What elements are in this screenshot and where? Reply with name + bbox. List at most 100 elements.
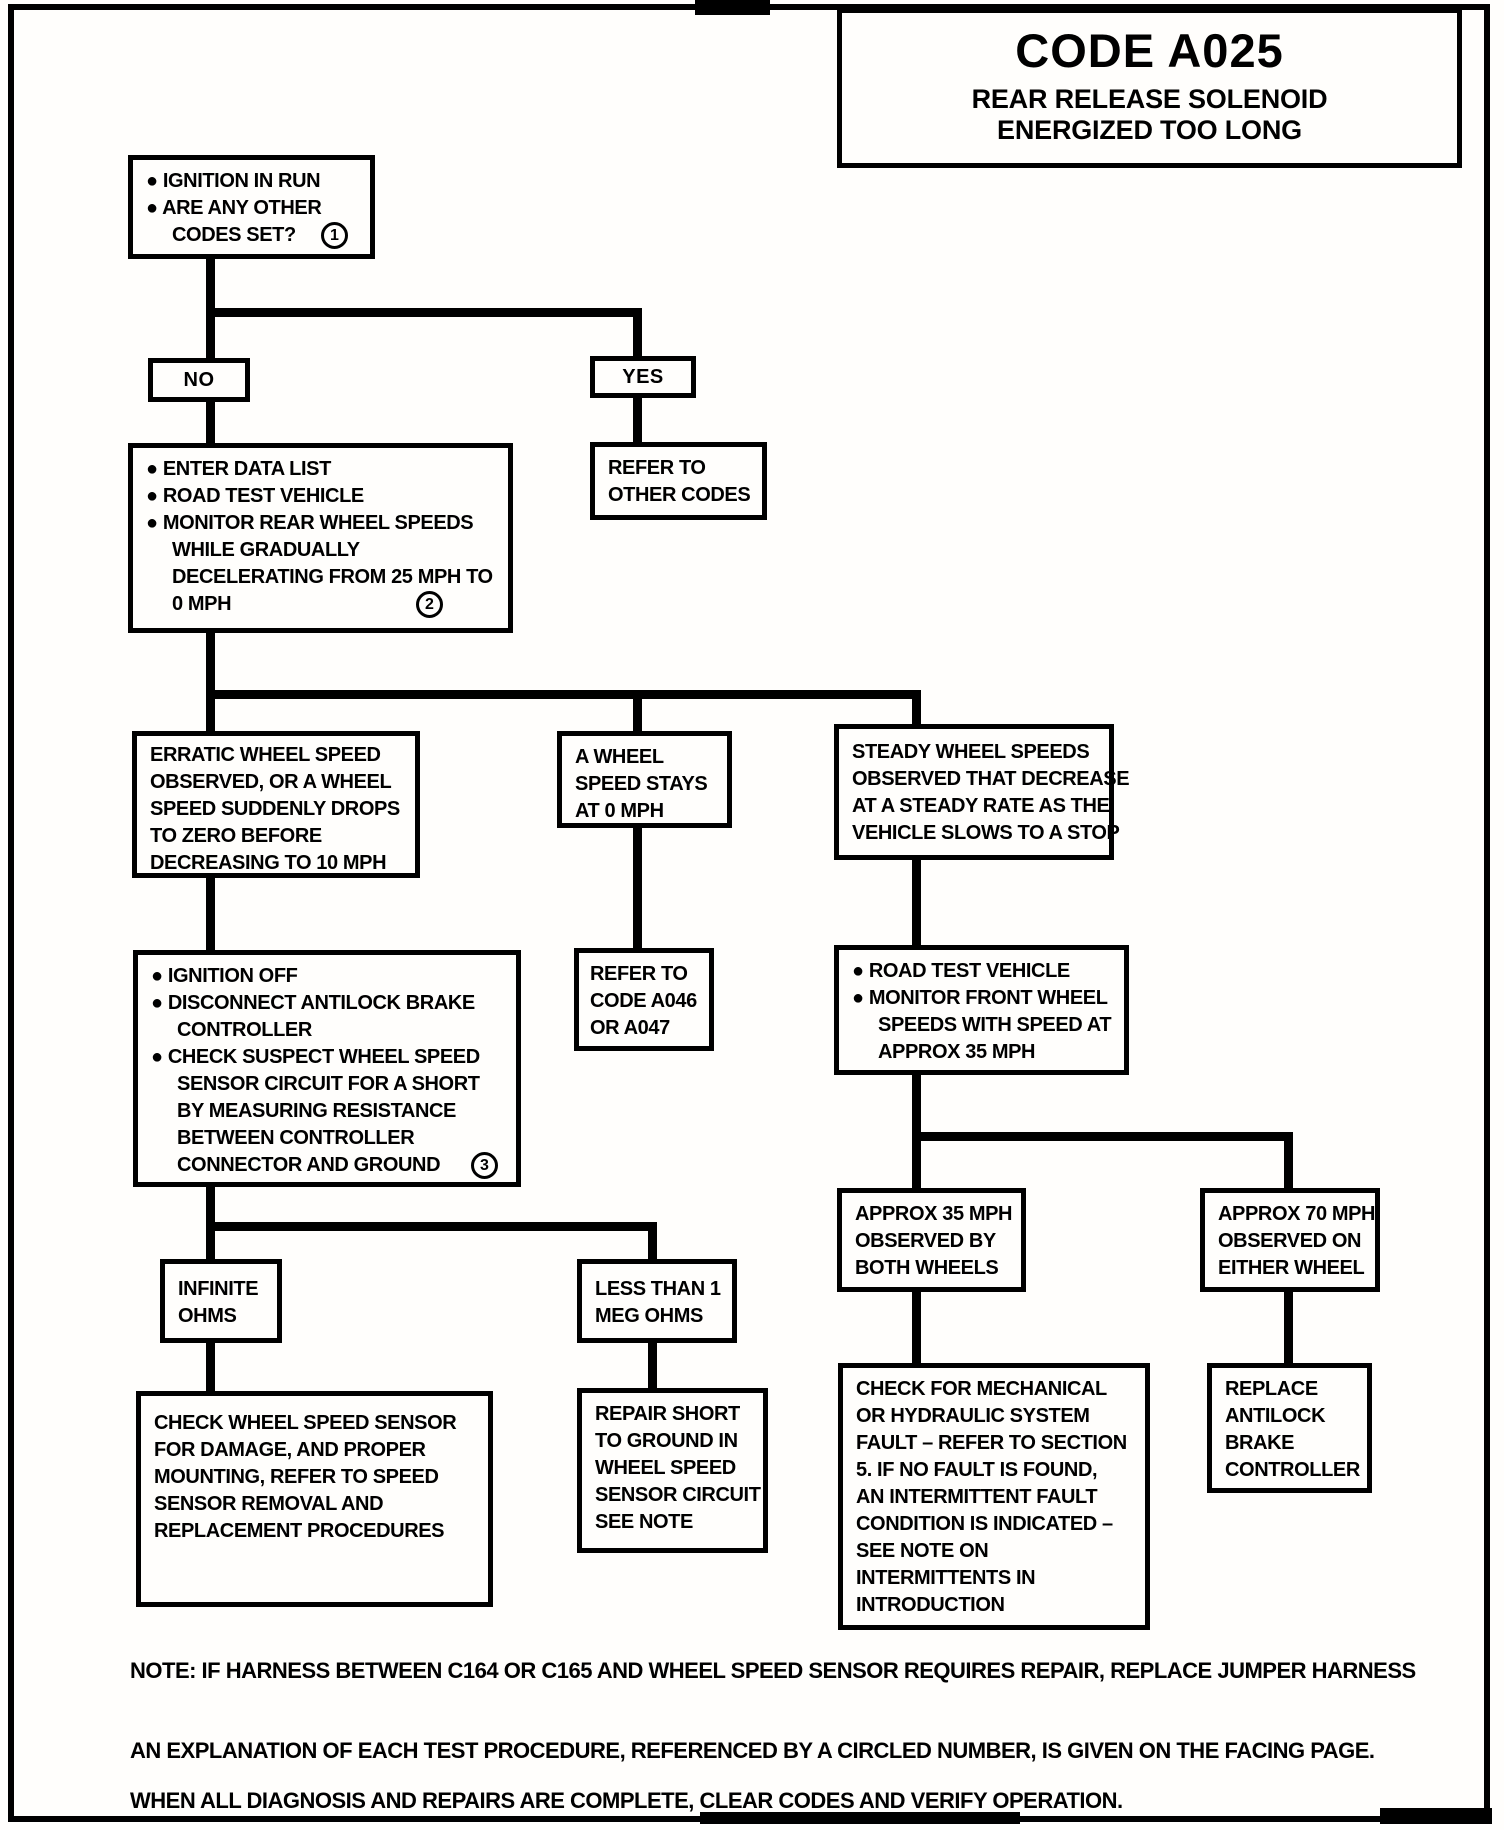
connector-line (206, 633, 215, 731)
connector-line (1284, 1292, 1293, 1363)
node-enter-data: ● ENTER DATA LIST ● ROAD TEST VEHICLE ● … (128, 443, 513, 633)
text-line: SENSOR CIRCUIT (595, 1484, 761, 1506)
text-line: STEADY WHEEL SPEEDS (852, 741, 1090, 763)
connector-line (648, 1343, 657, 1388)
text-line: OR A047 (590, 1017, 670, 1039)
text-line: MEG OHMS (595, 1305, 703, 1327)
text-line: ● ROAD TEST VEHICLE (852, 960, 1070, 982)
connector-line (648, 1222, 657, 1259)
text-line: ● ENTER DATA LIST (146, 458, 331, 480)
yes-label: YES (622, 365, 664, 388)
text-line: REFER TO (590, 963, 688, 985)
node-no: NO (148, 358, 250, 402)
text-line: LESS THAN 1 (595, 1278, 721, 1300)
text-line: AT 0 MPH (575, 800, 664, 822)
connector-line (206, 690, 921, 699)
text-line: MOUNTING, REFER TO SPEED (154, 1466, 439, 1488)
text-line: CONDITION IS INDICATED – (856, 1513, 1113, 1535)
text-line: ● IGNITION OFF (151, 965, 298, 987)
text-line: BRAKE (1225, 1432, 1295, 1454)
title-box: CODE A025 REAR RELEASE SOLENOID ENERGIZE… (837, 8, 1462, 168)
text-line: ● ARE ANY OTHER (146, 197, 322, 219)
text-line: FOR DAMAGE, AND PROPER (154, 1439, 426, 1461)
node-less-than-1-meg: LESS THAN 1 MEG OHMS (577, 1259, 737, 1343)
node-steady-speeds: STEADY WHEEL SPEEDS OBSERVED THAT DECREA… (834, 724, 1130, 860)
text-line: SPEEDS WITH SPEED AT (878, 1014, 1112, 1036)
connector-line (912, 1075, 921, 1188)
node-replace-controller: REPLACE ANTILOCK BRAKE CONTROLLER (1207, 1363, 1372, 1493)
node-road-test: ● ROAD TEST VEHICLE ● MONITOR FRONT WHEE… (834, 945, 1129, 1075)
text-line: FAULT – REFER TO SECTION (856, 1432, 1127, 1454)
text-line: AN INTERMITTENT FAULT (856, 1486, 1098, 1508)
connector-line (206, 878, 215, 950)
text-line: OBSERVED THAT DECREASE (852, 768, 1130, 790)
connector-line (912, 860, 921, 945)
text-line: A WHEEL (575, 746, 664, 768)
text-line: ● IGNITION IN RUN (146, 170, 321, 192)
text-line: CONTROLLER (177, 1019, 312, 1041)
text-line: OBSERVED, OR A WHEEL (150, 771, 392, 793)
connector-line (912, 1292, 921, 1363)
text-line: ● DISCONNECT ANTILOCK BRAKE (151, 992, 475, 1014)
connector-line (633, 690, 642, 731)
text-line: CODES SET? (172, 224, 296, 246)
text-line: APPROX 70 MPH (1218, 1203, 1376, 1225)
text-line: TO GROUND IN (595, 1430, 738, 1452)
text-line: REPLACEMENT PROCEDURES (154, 1520, 445, 1542)
text-line: SEE NOTE ON (856, 1540, 989, 1562)
text-line: SENSOR CIRCUIT FOR A SHORT (177, 1073, 480, 1095)
note-harness: NOTE: IF HARNESS BETWEEN C164 OR C165 AN… (130, 1658, 1416, 1683)
circled-number-2: 2 (416, 591, 443, 618)
text-line: CONNECTOR AND GROUND 3 (151, 1152, 506, 1179)
text-line: CHECK FOR MECHANICAL (856, 1378, 1107, 1400)
text-line: CONNECTOR AND GROUND (177, 1154, 441, 1176)
connector-line (206, 402, 215, 443)
text-line: WHILE GRADUALLY (172, 539, 360, 561)
text-line: TO ZERO BEFORE (150, 825, 322, 847)
text-line: REFER TO (608, 457, 706, 479)
text-line: ERRATIC WHEEL SPEED (150, 744, 381, 766)
node-check-mechanical: CHECK FOR MECHANICAL OR HYDRAULIC SYSTEM… (838, 1363, 1150, 1630)
node-infinite-ohms: INFINITE OHMS (160, 1259, 282, 1343)
text-line: WHEEL SPEED (595, 1457, 736, 1479)
text-line: ANTILOCK (1225, 1405, 1326, 1427)
connector-line (633, 398, 642, 442)
text-line: DECELERATING FROM 25 MPH TO (172, 566, 493, 588)
text-line: INTRODUCTION (856, 1594, 1005, 1616)
text-line: REPLACE (1225, 1378, 1318, 1400)
text-line: OTHER CODES (608, 484, 751, 506)
text-line: CONTROLLER (1225, 1459, 1360, 1481)
note-clear-codes: WHEN ALL DIAGNOSIS AND REPAIRS ARE COMPL… (130, 1788, 1123, 1813)
note-explanation: AN EXPLANATION OF EACH TEST PROCEDURE, R… (130, 1738, 1375, 1763)
node-repair-short: REPAIR SHORT TO GROUND IN WHEEL SPEED SE… (577, 1388, 768, 1553)
scan-artifact (695, 0, 770, 15)
text-line: INFINITE (178, 1278, 259, 1300)
text-line: ● ROAD TEST VEHICLE (146, 485, 364, 507)
node-refer-other-codes: REFER TO OTHER CODES (590, 442, 767, 520)
circled-number-1: 1 (321, 222, 348, 249)
code-subtitle-line1: REAR RELEASE SOLENOID (971, 84, 1328, 114)
text-line: OR HYDRAULIC SYSTEM (856, 1405, 1090, 1427)
node-yes: YES (590, 356, 696, 398)
text-line: SENSOR REMOVAL AND (154, 1493, 384, 1515)
connector-line (206, 1343, 215, 1391)
text-line: BY MEASURING RESISTANCE (177, 1100, 456, 1122)
node-start: ● IGNITION IN RUN ● ARE ANY OTHER CODES … (128, 155, 375, 259)
text-line: BETWEEN CONTROLLER (177, 1127, 415, 1149)
text-line: OHMS (178, 1305, 237, 1327)
text-line: ● MONITOR FRONT WHEEL (852, 987, 1108, 1009)
node-check-sensor: CHECK WHEEL SPEED SENSOR FOR DAMAGE, AND… (136, 1391, 493, 1607)
scan-artifact (700, 1812, 1020, 1824)
text-line: OBSERVED ON (1218, 1230, 1362, 1252)
text-line: SEE NOTE (595, 1511, 693, 1533)
scan-artifact (1380, 1808, 1492, 1824)
node-refer-a046: REFER TO CODE A046 OR A047 (574, 948, 714, 1051)
node-ignition-off: ● IGNITION OFF ● DISCONNECT ANTILOCK BRA… (133, 950, 521, 1187)
text-line: AT A STEADY RATE AS THE (852, 795, 1110, 817)
text-line: CODES SET? 1 (146, 222, 360, 249)
text-line: DECREASING TO 10 MPH (150, 852, 387, 874)
code-subtitle-line2: ENERGIZED TOO LONG (997, 115, 1302, 145)
text-line: INTERMITTENTS IN (856, 1567, 1036, 1589)
connector-line (206, 1222, 657, 1231)
